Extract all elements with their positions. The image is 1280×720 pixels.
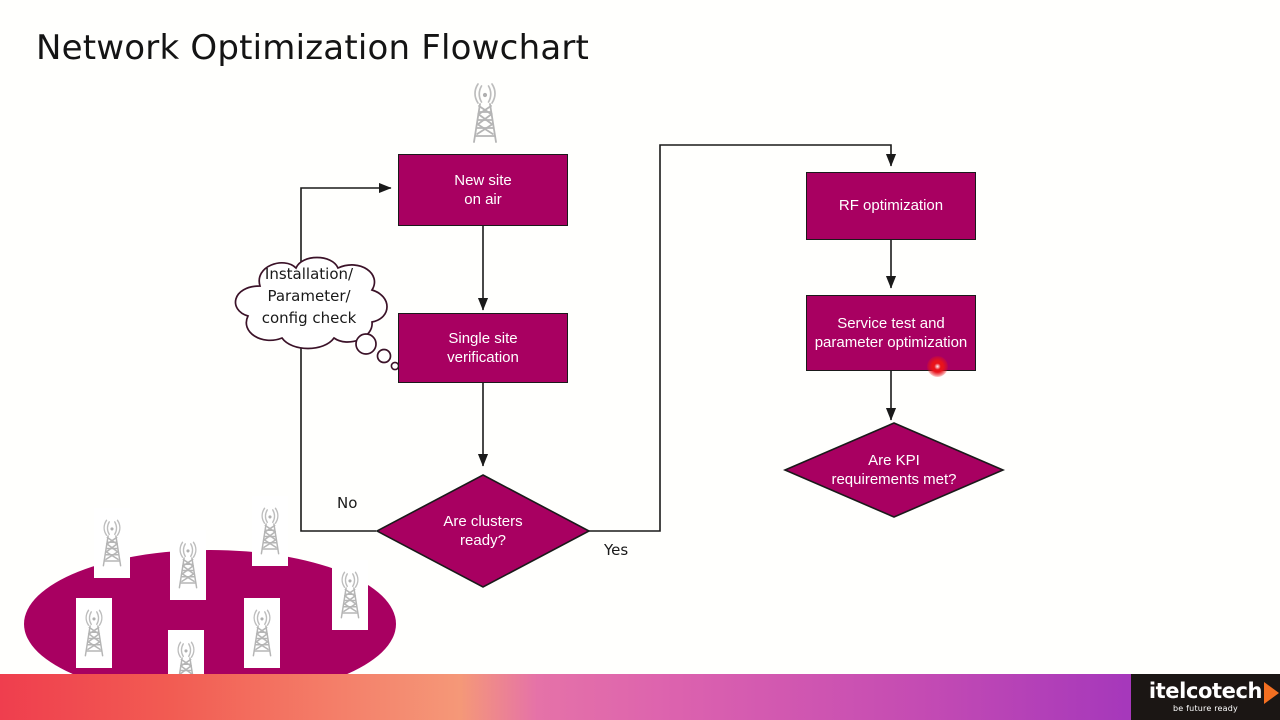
cluster-tower-card — [332, 560, 368, 630]
flow-node-new-site-on-air[interactable]: New site on air — [398, 154, 568, 226]
branch-label-no: No — [337, 494, 358, 512]
annotation-thought-cloud: Installation/ Parameter/ config check — [214, 252, 404, 377]
click-ring-indicator — [927, 356, 948, 377]
flow-node-service-test-and-parameter-optimization[interactable]: Service test and parameter optimization — [806, 295, 976, 371]
cluster-tower-card — [244, 598, 280, 668]
cluster-tower-card — [170, 530, 206, 600]
footer-gradient-bar — [0, 674, 1280, 720]
cluster-illustration — [16, 488, 416, 720]
flow-node-are-kpi-requirements-met[interactable]: Are KPI requirements met? — [782, 421, 1006, 519]
flow-node-rf-optimization[interactable]: RF optimization — [806, 172, 976, 240]
cluster-tower-card — [252, 496, 288, 566]
thought-cloud-text: Installation/ Parameter/ config check — [261, 265, 357, 327]
cell-tower-icon — [462, 82, 508, 144]
brand-logo[interactable]: itelcotech be future ready — [1131, 674, 1280, 720]
cluster-tower-card — [76, 598, 112, 668]
brand-logo-tagline: be future ready — [1173, 704, 1238, 713]
flow-node-single-site-verification[interactable]: Single site verification — [398, 313, 568, 383]
page-title: Network Optimization Flowchart — [36, 28, 590, 68]
brand-logo-wordmark: itelcotech — [1148, 679, 1263, 703]
cluster-tower-card — [94, 508, 130, 578]
branch-label-yes: Yes — [604, 541, 629, 559]
play-triangle-icon — [1264, 682, 1279, 704]
